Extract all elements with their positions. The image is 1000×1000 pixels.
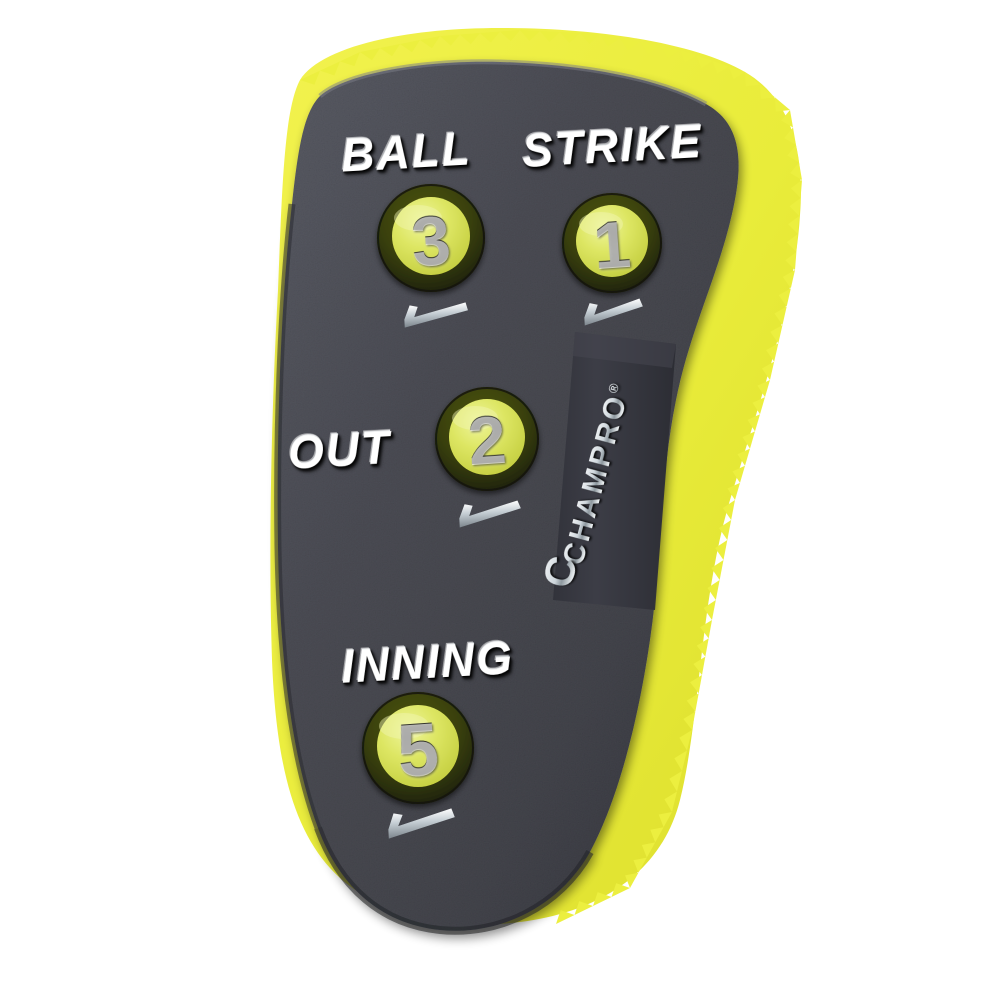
brand-strip [553,332,676,610]
dial-inning[interactable] [362,692,474,804]
foam-serration [300,30,802,924]
dial-inning-marker [388,808,455,839]
dial-strike[interactable] [562,193,662,293]
dial-ball-marker [404,302,468,328]
dial-strike-marker [584,298,643,326]
dial-out-marker [459,500,521,528]
dial-ball[interactable] [377,184,485,292]
dial-out[interactable] [435,387,539,491]
